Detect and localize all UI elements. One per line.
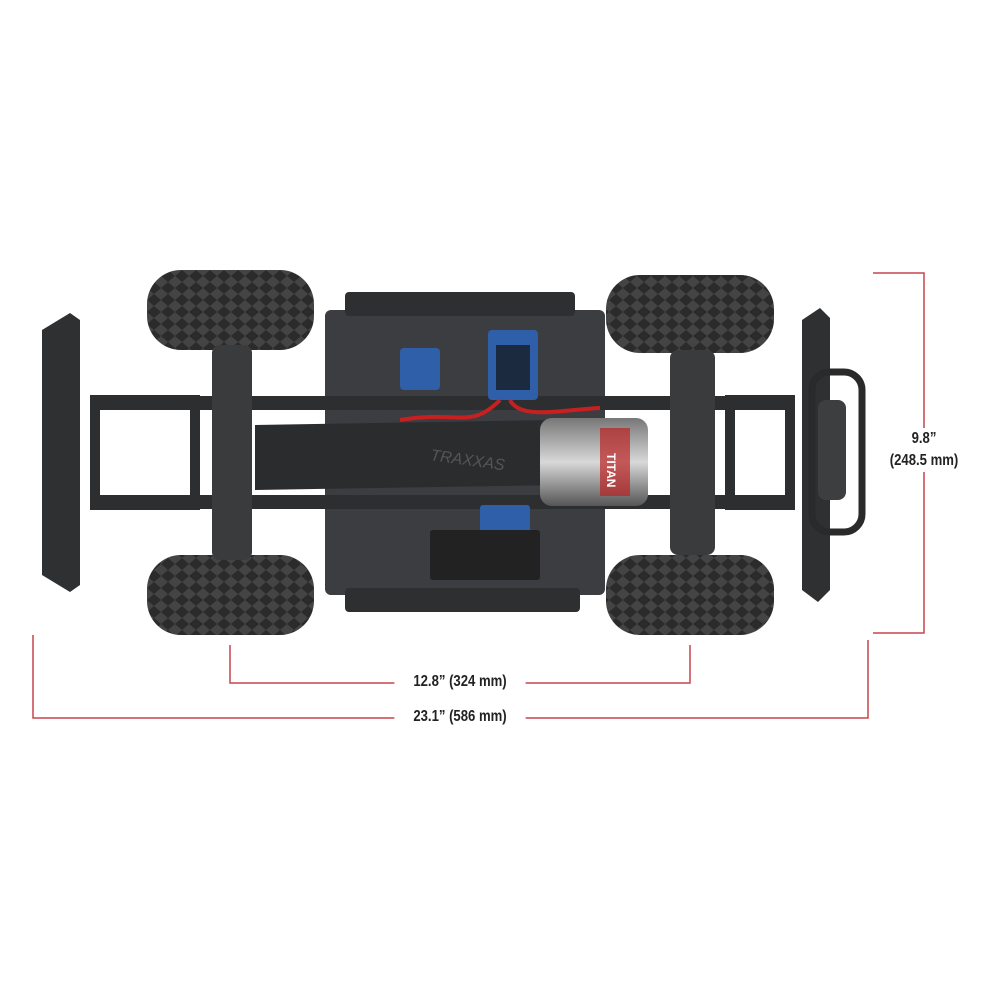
front-bumper [42, 313, 80, 592]
motor [540, 418, 648, 506]
esc-heatsink [496, 345, 530, 390]
tire-front-right [606, 275, 774, 353]
wiring [399, 398, 601, 422]
width-inches: 9.8” [911, 430, 937, 447]
rear-frame-box [725, 395, 795, 510]
battery-tray [430, 530, 540, 580]
width-label: 9.8” (248.5 mm) [873, 428, 975, 472]
width-mm: (248.5 mm) [889, 452, 959, 469]
tire-front-left [147, 270, 314, 350]
rear-bumper-hoop [808, 368, 866, 536]
motor-label [600, 428, 630, 496]
servo-blue [480, 505, 530, 533]
top-slider [345, 292, 575, 316]
tire-rear-left [147, 555, 314, 635]
frame-rail-top [90, 396, 790, 410]
bottom-slider [345, 588, 580, 612]
receiver-box [400, 348, 440, 390]
length-label: 23.1” (586 mm) [394, 708, 526, 726]
axle-right [670, 350, 715, 555]
winch-block [818, 400, 846, 500]
front-frame-box [90, 395, 200, 510]
tire-rear-right [606, 555, 774, 635]
axle-left [212, 345, 252, 560]
skid-plate [255, 420, 560, 490]
motor-logo: TITAN [604, 453, 618, 487]
wheelbase-label: 12.8” (324 mm) [394, 673, 526, 691]
